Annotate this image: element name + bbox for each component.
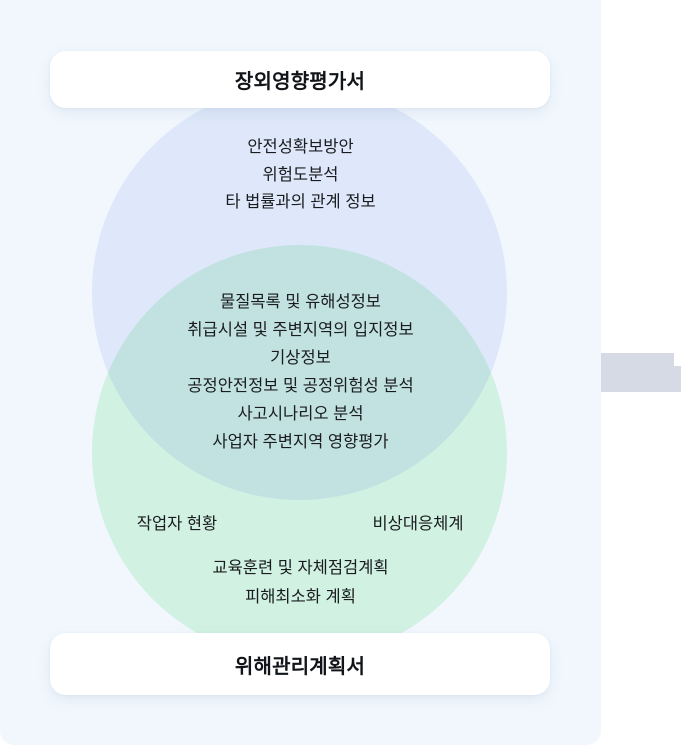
overlap-item: 기상정보 [270,349,331,367]
top-label-text: 장외영향평가서 [234,71,366,93]
top-label-box: 장외영향평가서 [50,51,550,108]
top-circle-item: 안전성확보방안 [247,138,354,156]
right-edge-fragment [601,353,674,392]
top-circle-item: 타 법률과의 관계 정보 [225,193,376,211]
top-circle-item: 위험도분석 [262,165,339,184]
bottom-circle-left-item: 작업자 현황 [136,515,218,533]
venn-circle-bottom [92,245,507,660]
bottom-circle-right-item: 비상대응체계 [372,515,464,533]
bottom-circle-item: 교육훈련 및 자체점검계획 [212,559,389,577]
overlap-item: 취급시설 및 주변지역의 입지정보 [187,321,414,339]
bottom-label-text: 위해관리계획서 [234,655,366,678]
overlap-item: 물질목록 및 유해성정보 [220,293,381,311]
bottom-circle-item: 피해최소화 계획 [245,588,356,606]
overlap-items: 물질목록 및 유해성정보 취급시설 및 주변지역의 입지정보 기상정보 공정안전… [0,288,601,456]
bottom-label-box: 위해관리계획서 [50,633,550,695]
top-circle-items: 안전성확보방안 위험도분석 타 법률과의 관계 정보 [0,134,601,217]
overlap-item: 공정안전정보 및 공정위험성 분석 [187,377,414,395]
overlap-item: 사고시나리오 분석 [237,405,364,423]
content-panel: 장외영향평가서 안전성확보방안 위험도분석 타 법률과의 관계 정보 물질목록 … [0,0,601,745]
right-edge-fragment-notch [674,366,681,392]
bottom-circle-center-items: 교육훈련 및 자체점검계획 피해최소화 계획 [0,554,601,612]
overlap-item: 사업자 주변지역 영향평가 [212,433,389,451]
